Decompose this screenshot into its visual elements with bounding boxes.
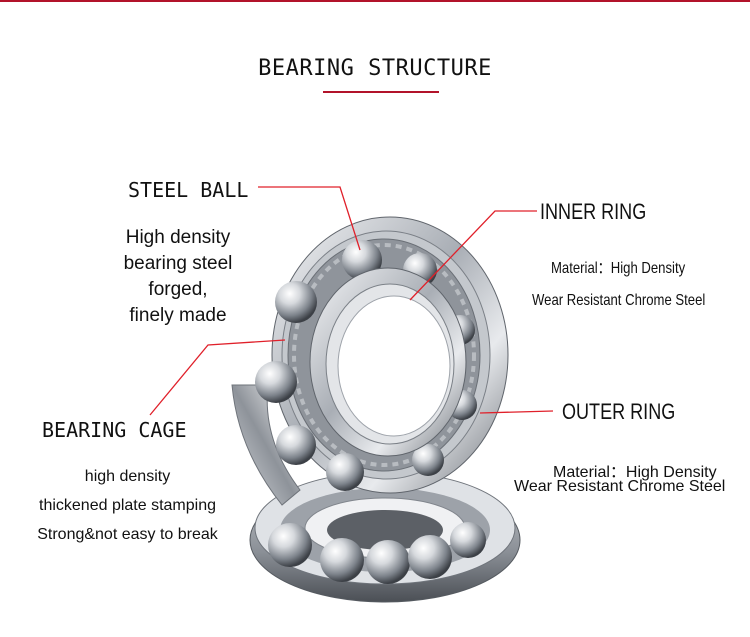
inner-ring-steel: Wear Resistant Chrome Steel — [532, 292, 706, 309]
leader-steel-ball — [258, 186, 361, 251]
outer-ring-label: OUTER RING — [562, 399, 676, 424]
leader-lines — [149, 186, 554, 416]
steel-ball-line-3: forged, — [148, 279, 208, 300]
leader-bearing-cage — [149, 339, 286, 416]
leader-outer-ring — [479, 410, 554, 414]
top-accent-line — [0, 0, 750, 2]
inner-ring — [309, 267, 467, 457]
outer-ring-steel: Wear Resistant Chrome Steel — [514, 478, 726, 495]
steel-balls — [255, 240, 477, 491]
bearing-cage-line-1: high density — [84, 468, 171, 485]
steel-ball-label: STEEL BALL — [128, 178, 249, 202]
page-title: BEARING STRUCTURE — [258, 56, 492, 81]
inner-ring-label: INNER RING — [540, 199, 647, 224]
steel-ball-line-4: finely made — [129, 305, 227, 326]
steel-ball-line-1: High density — [125, 227, 231, 248]
bottom-bearing — [249, 471, 521, 603]
outer-ring-material: Material：High Density — [553, 464, 717, 481]
steel-ball-line-2: bearing steel — [123, 253, 233, 274]
steel-ball-description: High density bearing steel forged, finel… — [103, 225, 253, 329]
title-underline — [323, 91, 439, 93]
inner-ring-material: Material：High Density — [551, 260, 686, 277]
bearing-cage-line-3: Strong&not easy to break — [37, 526, 218, 543]
bearing-cage-line-2: thickened plate stamping — [39, 497, 216, 514]
leader-inner-ring — [409, 210, 537, 301]
outer-ring-cutaway — [231, 384, 301, 506]
bearing-cage-label: BEARING CAGE — [42, 418, 187, 442]
bearing-cage-description: high density thickened plate stamping St… — [10, 462, 245, 549]
